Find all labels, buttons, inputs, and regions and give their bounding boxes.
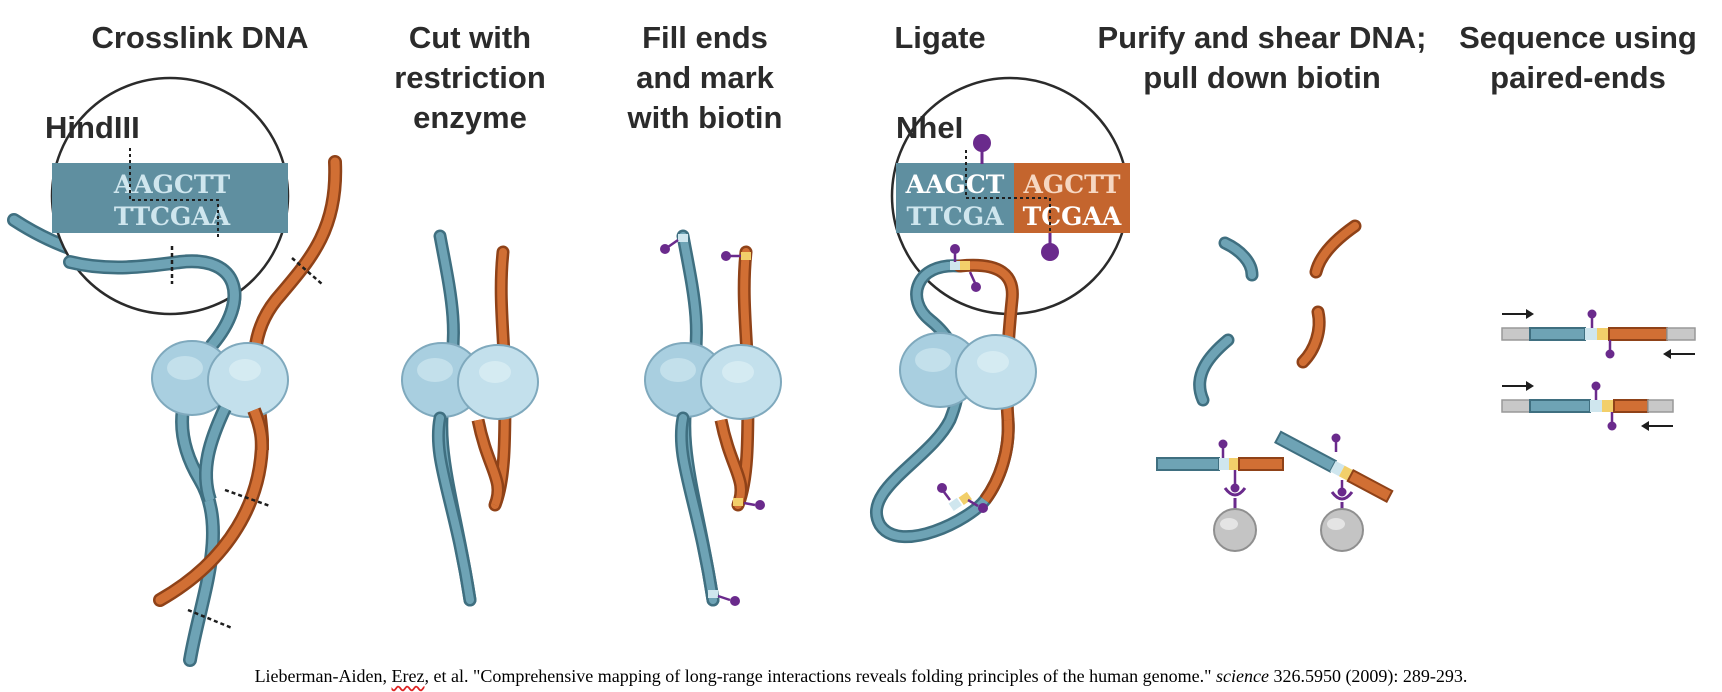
biotin-marker [950,244,960,262]
crosslink-panel: AAGCTT TTCGAA HindIII [7,76,343,667]
citation-title: , et al. "Comprehensive mapping of long-… [424,666,1216,686]
paired-end-read [1501,308,1696,360]
biotin-marker [721,251,741,261]
biotin-marker [967,498,988,513]
site-bottom-right-seq: TCGAA [1023,202,1122,231]
citation-prefix: Lieberman-Aiden, [254,666,392,686]
site-top-sequence: AAGCTT [113,170,231,199]
biotin-marker [1041,233,1059,261]
step-title-line: Sequence using [1459,20,1697,55]
cut-line [129,148,219,240]
step-title-purify: Purify and shear DNA; pull down biotin [1097,20,1426,95]
biotin-marker [937,483,951,501]
citation-journal: science [1215,666,1269,686]
citation-suffix: 326.5950 (2009): 289-293. [1268,666,1468,686]
step-title-line: with biotin [627,100,783,135]
citation: Lieberman-Aiden, Erez, et al. "Comprehen… [0,666,1722,687]
ligate-panel: AAGCT AGCTT TTCGA TCGAA NheI [870,76,1130,544]
nhei-label: NheI [896,110,963,145]
cut-panel [401,229,539,607]
forward-arrow-icon [1502,381,1534,391]
step-title-line: Crosslink DNA [91,20,308,55]
purify-panel [1156,219,1394,552]
step-title-ligate: Ligate [894,20,985,55]
step-title-line: enzyme [413,100,527,135]
biotin-pulldown-left [1156,438,1284,552]
step-title-line: Purify and shear DNA; [1097,20,1426,55]
sequence-panel [1501,308,1696,432]
biotin-marker [968,271,981,292]
site-top-right-seq: AGCTT [1023,170,1121,199]
step-title-cut: Cut with restriction enzyme [394,20,546,135]
biotin-marker [717,594,740,606]
hindiii-label: HindIII [45,110,140,145]
step-title-line: Fill ends [642,20,768,55]
hindiii-site-box [52,163,288,233]
biotin-pulldown-right [1274,430,1394,552]
citation-author: Erez [391,666,425,686]
step-title-sequence: Sequence using paired-ends [1459,20,1697,95]
paired-end-read [1501,380,1674,432]
site-top-left-seq: AAGCT [905,170,1005,199]
step-title-line: restriction [394,60,546,95]
forward-arrow-icon [1502,309,1534,319]
biotin-marker [660,238,679,254]
site-bottom-sequence: TTCGAA [114,202,231,231]
biotin-marker [973,134,991,164]
step-title-line: pull down biotin [1143,60,1381,95]
nhei-site-left [896,163,1014,233]
site-bottom-left-seq: TTCGA [907,202,1005,231]
step-title-line: Ligate [894,20,985,55]
step-title-line: paired-ends [1490,60,1666,95]
fill-panel [644,229,782,607]
step-title-line: Cut with [409,20,531,55]
reverse-arrow-icon [1663,349,1695,359]
step-title-crosslink: Crosslink DNA [91,20,308,55]
step-title-fill: Fill ends and mark with biotin [627,20,783,135]
biotin-marker [743,500,765,510]
step-title-line: and mark [636,60,775,95]
reverse-arrow-icon [1641,421,1673,431]
